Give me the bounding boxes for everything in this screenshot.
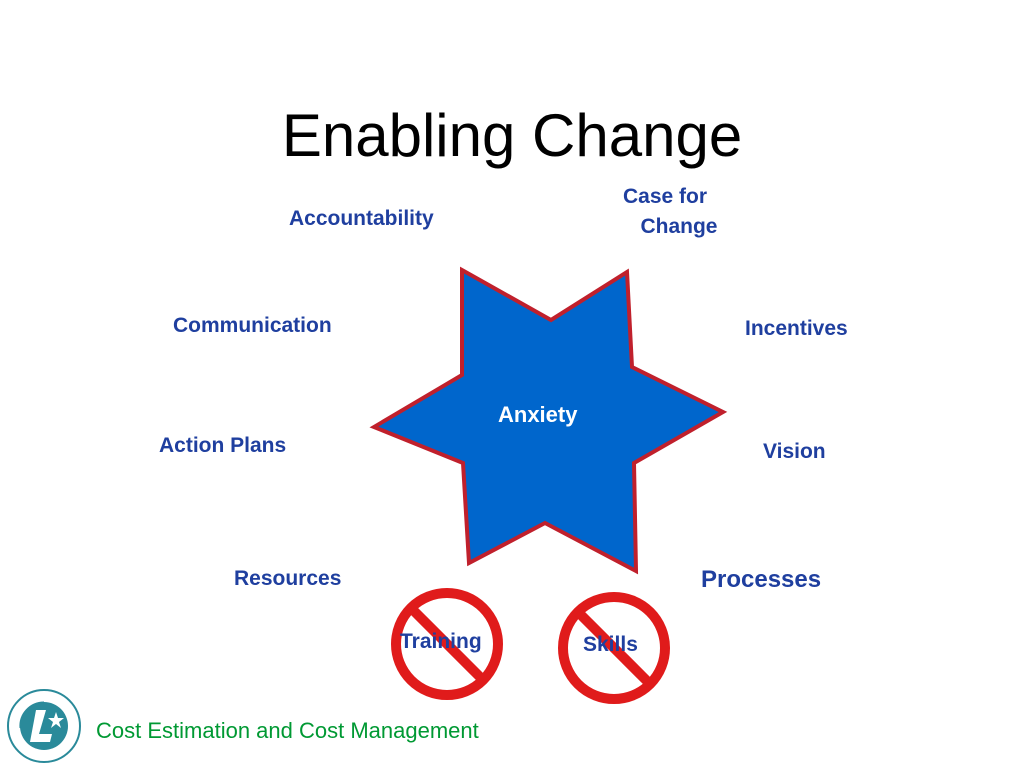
label-case-for-change: Case for Change: [604, 182, 734, 242]
mndot-logo-icon: [7, 689, 81, 763]
no-sign-icon-training: [391, 588, 503, 700]
label-action-plans: Action Plans: [159, 434, 287, 457]
label-resources: Resources: [234, 567, 342, 590]
label-case-for-change-line2: Change: [640, 215, 718, 238]
crossed-label-training: Training: [400, 630, 482, 653]
label-case-for-change-line1: Case for: [622, 185, 708, 208]
star-shape: [369, 266, 728, 575]
footer-text: Cost Estimation and Cost Management: [96, 718, 479, 743]
label-accountability: Accountability: [289, 207, 434, 230]
label-processes: Processes: [701, 566, 822, 593]
no-sign-icon-skills: [558, 592, 670, 704]
label-vision: Vision: [763, 440, 826, 463]
label-communication: Communication: [173, 314, 332, 337]
star-label-anxiety: Anxiety: [498, 402, 578, 427]
slide-title: Enabling Change: [281, 102, 743, 169]
crossed-label-skills: Skills: [583, 633, 638, 656]
label-incentives: Incentives: [745, 317, 848, 340]
